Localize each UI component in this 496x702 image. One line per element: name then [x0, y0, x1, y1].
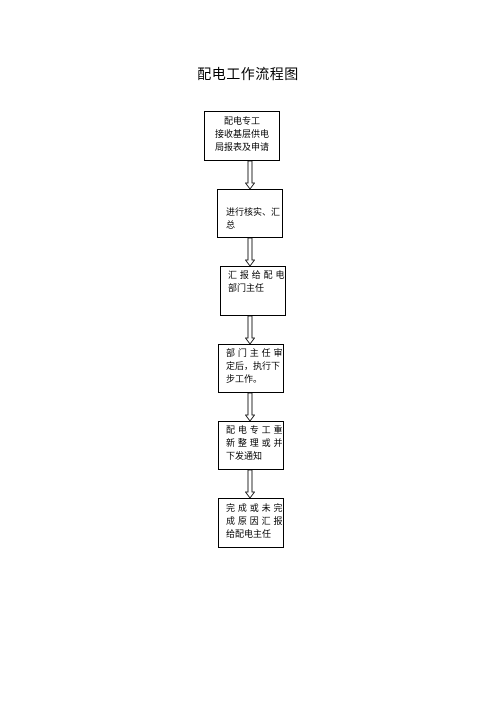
flow-step-label: 部 门 主 任 审 定后，执行下 步工作。: [226, 349, 283, 385]
page-title: 配电工作流程图: [197, 67, 299, 83]
flow-step-report-to-director: 汇 报 给 配 电 部门主任: [220, 266, 286, 316]
flow-step-completion-report: 完 成 或 未 完 成 原 因 汇 报 给配电主任: [218, 498, 284, 548]
flow-step-label: 配 电 专 工 重 新 整 理 或 并 下发通知: [226, 426, 283, 462]
flow-step-label: 进行核实、汇 总: [226, 208, 281, 231]
flow-arrow-3: [245, 316, 255, 344]
flow-arrow-1: [245, 161, 255, 189]
flow-arrow-2: [245, 238, 255, 266]
flow-step-label: 完 成 或 未 完 成 原 因 汇 报 给配电主任: [226, 504, 283, 540]
flow-step-verify-summarize: 进行核实、汇 总: [217, 189, 283, 238]
flow-arrow-4: [245, 393, 255, 421]
flow-step-director-approval: 部 门 主 任 审 定后，执行下 步工作。: [218, 344, 284, 393]
flow-step-label: 配电专工 接收基层供电 局报表及申请: [214, 117, 269, 153]
flow-step-receive-reports: 配电专工 接收基层供电 局报表及申请: [204, 111, 280, 161]
flow-step-reorganize-notify: 配 电 专 工 重 新 整 理 或 并 下发通知: [218, 421, 284, 470]
flow-step-label: 汇 报 给 配 电 部门主任: [228, 271, 285, 294]
flow-arrow-5: [245, 470, 255, 498]
